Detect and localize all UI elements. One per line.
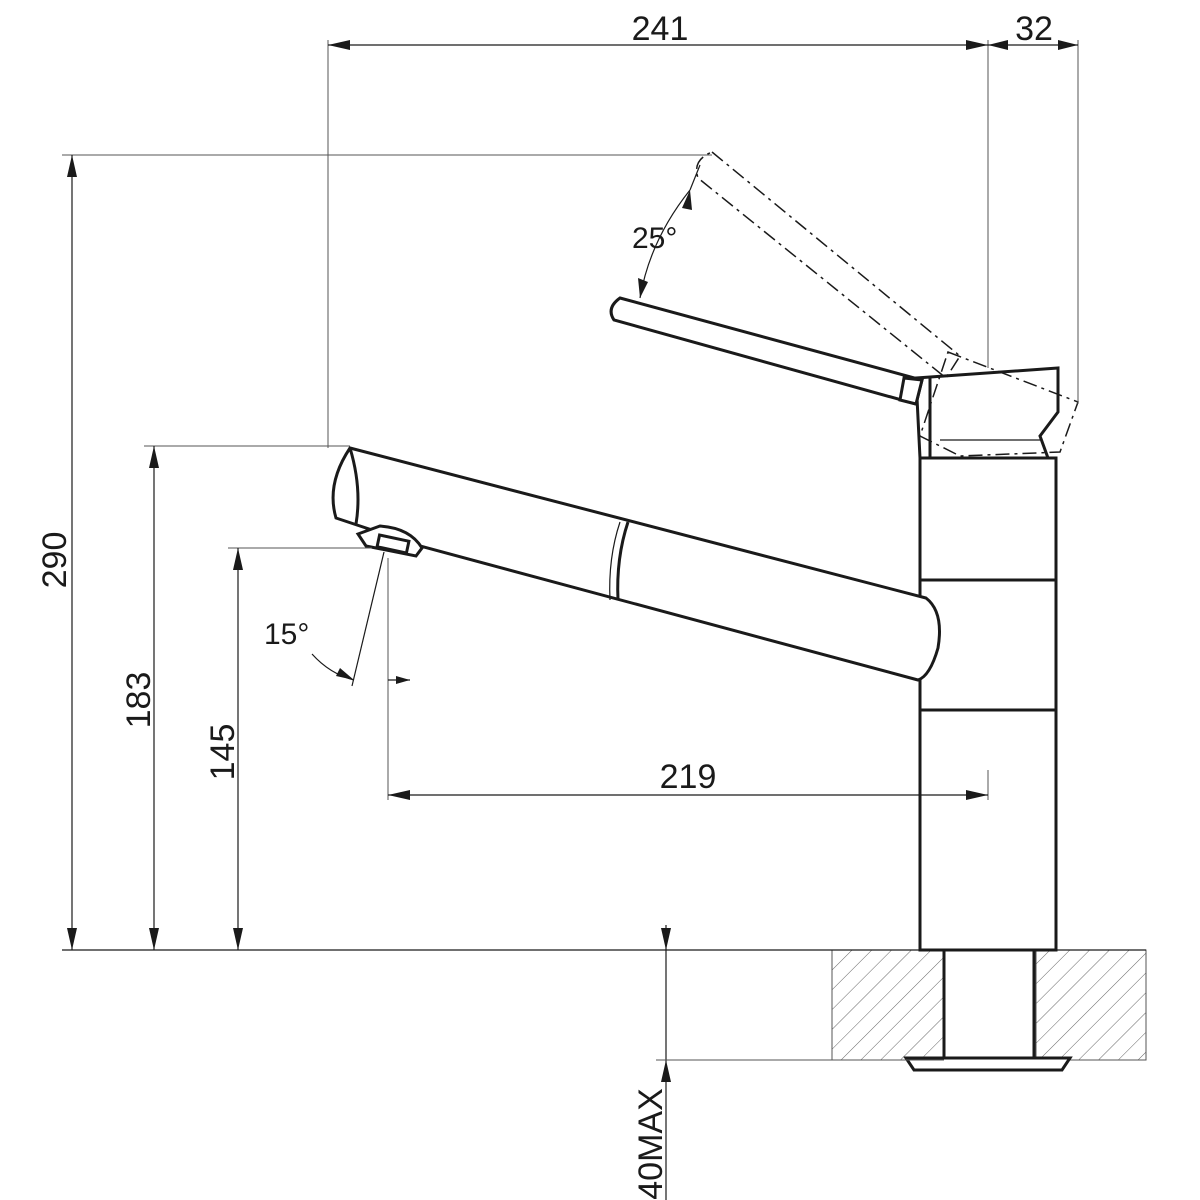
mounting-shank <box>942 948 1036 1062</box>
dimension-40max: 40MAX <box>632 925 944 1200</box>
column-lower-segment <box>918 708 1058 952</box>
column-upper-segment <box>918 456 1058 582</box>
column-middle-segment <box>918 578 1058 712</box>
lever-handle <box>609 296 924 406</box>
faucet-body <box>609 296 1073 1072</box>
dim-label-241: 241 <box>632 10 689 48</box>
worktop-section <box>831 949 1147 1061</box>
dim-label-290: 290 <box>36 532 74 589</box>
dimension-241: 241 <box>327 10 1079 448</box>
dimension-145: 145 <box>204 547 372 950</box>
angle-15: 15° <box>264 551 385 687</box>
spout <box>331 446 941 682</box>
spout-joint <box>616 521 630 601</box>
dim-label-32: 32 <box>1015 10 1053 48</box>
dimension-219: 219 <box>387 558 989 800</box>
handle-housing <box>914 366 1060 460</box>
dimension-183: 183 <box>120 445 350 950</box>
angle-label-25: 25° <box>632 222 677 255</box>
angle-25: 25° <box>632 164 701 299</box>
dim-label-145: 145 <box>204 724 242 781</box>
dim-label-219: 219 <box>660 758 717 796</box>
dimension-32: 32 <box>988 10 1078 50</box>
dim-label-183: 183 <box>120 672 158 729</box>
lever-raised-phantom <box>695 151 1079 457</box>
spout-tube <box>331 446 941 682</box>
mounting-nut <box>903 1056 1073 1072</box>
angle-label-15: 15° <box>264 618 309 651</box>
dim-label-40max: 40MAX <box>632 1088 670 1200</box>
dimension-290: 290 <box>36 154 712 950</box>
